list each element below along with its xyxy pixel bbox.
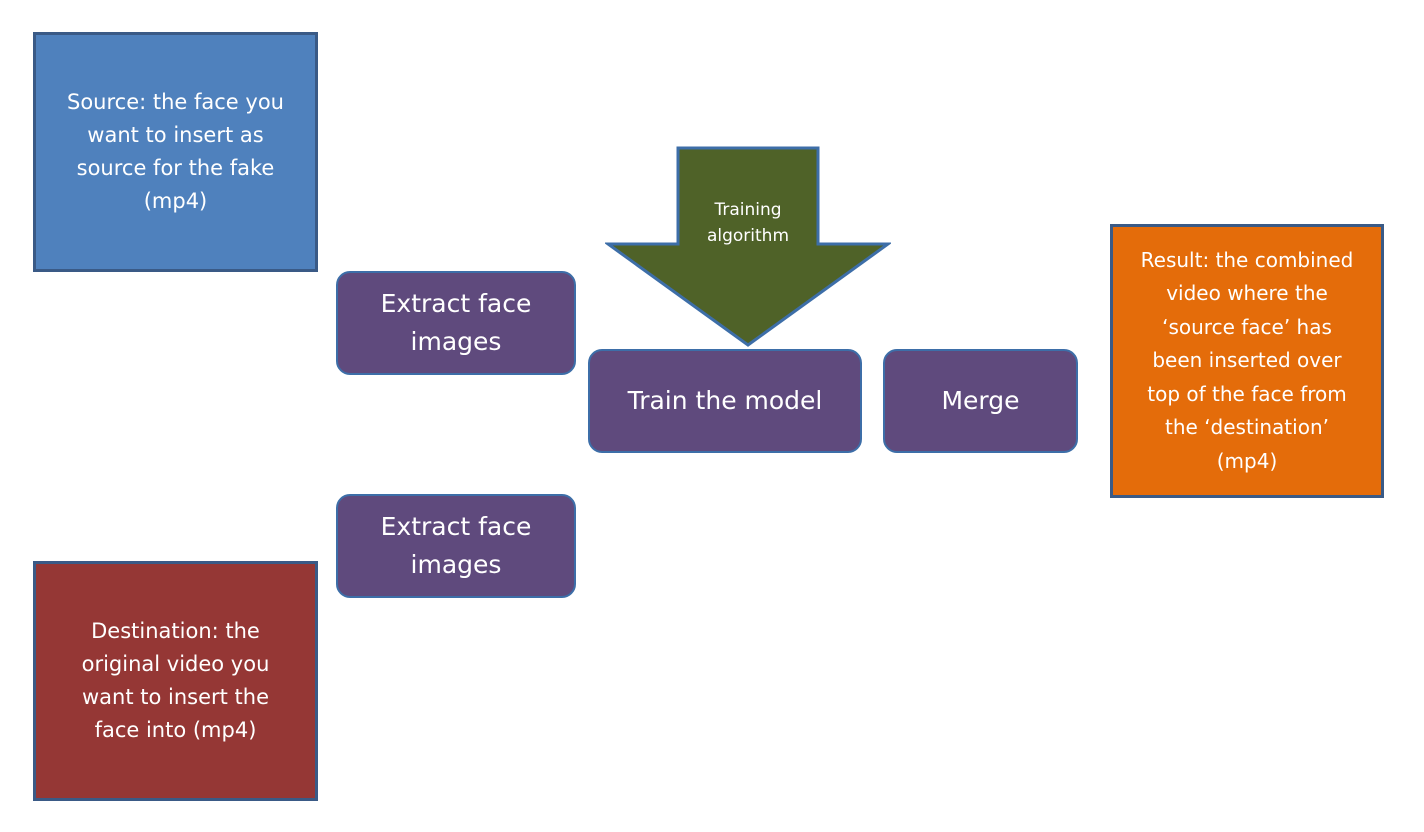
- train-the-model-box: Train the model: [588, 349, 862, 453]
- merge-text: Merge: [941, 386, 1020, 415]
- destination-box: Destination: the original video you want…: [33, 561, 318, 801]
- extract-face-images-bottom: Extract face images: [336, 494, 576, 598]
- source-box: Source: the face you want to insert as s…: [33, 32, 318, 272]
- merge-box: Merge: [883, 349, 1078, 453]
- extract-top-text: Extract face images: [380, 289, 532, 356]
- destination-text: Destination: the original video you want…: [81, 619, 270, 742]
- result-box: Result: the combined video where the ‘so…: [1110, 224, 1384, 498]
- source-text: Source: the face you want to insert as s…: [66, 90, 284, 213]
- training-arrow-icon: [605, 146, 891, 347]
- extract-bottom-text: Extract face images: [380, 512, 532, 579]
- extract-face-images-top: Extract face images: [336, 271, 576, 375]
- training-algorithm-label: Training algorithm: [706, 200, 790, 246]
- result-text: Result: the combined video where the ‘so…: [1140, 247, 1354, 473]
- train-text: Train the model: [627, 386, 823, 415]
